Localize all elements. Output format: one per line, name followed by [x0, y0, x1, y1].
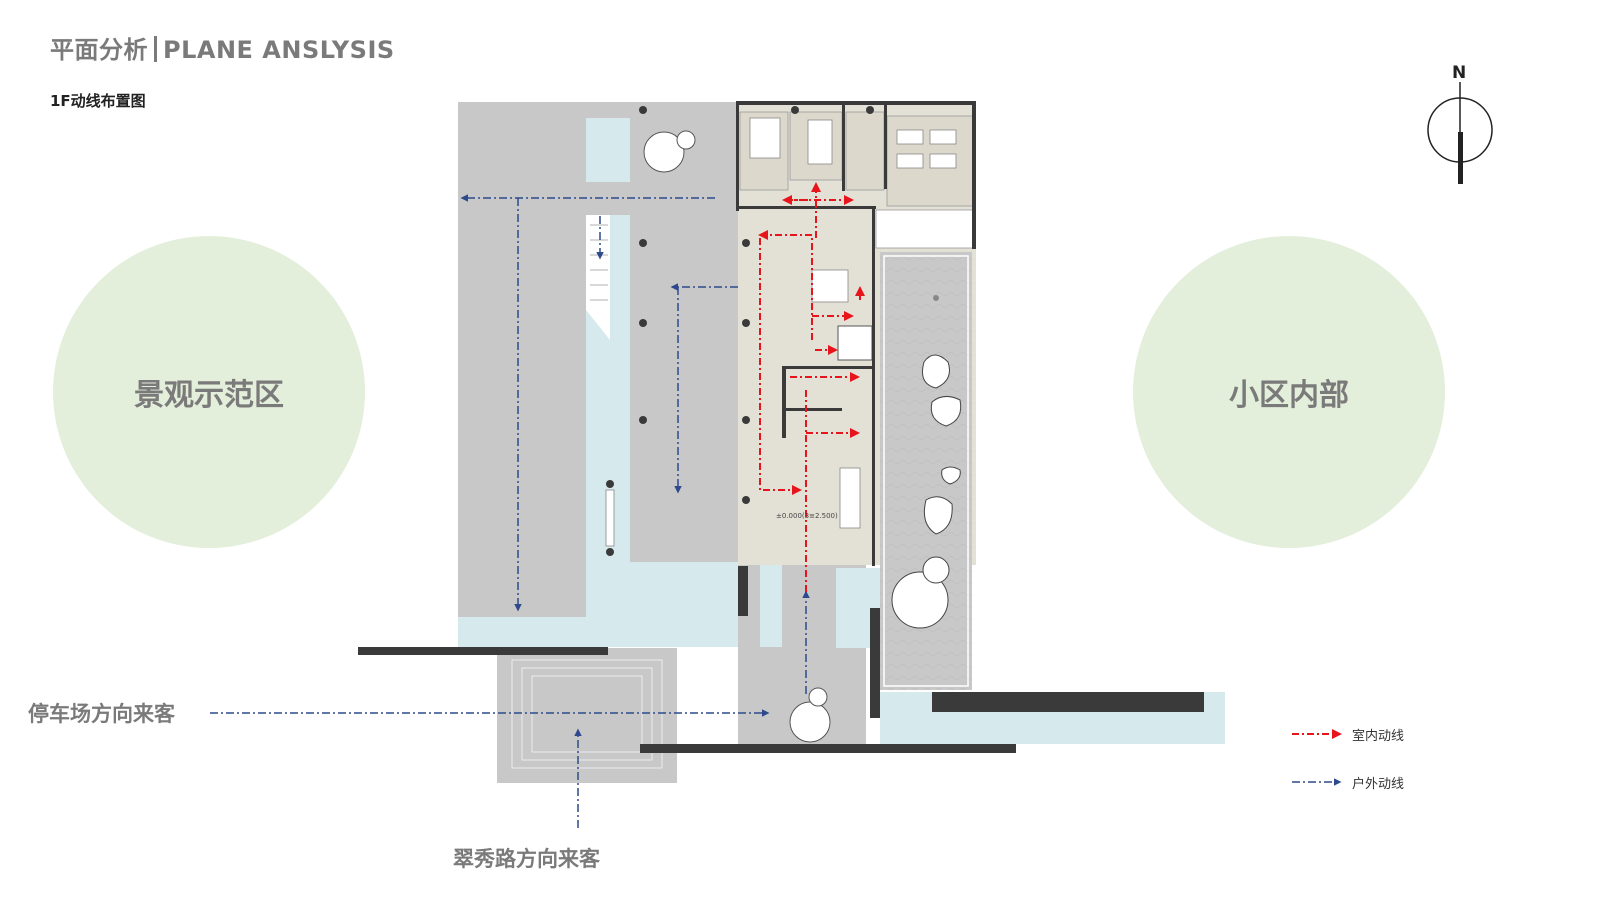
outdoor-circulation — [210, 194, 810, 828]
bench — [605, 489, 615, 547]
landscape-court — [880, 252, 972, 690]
label-parking-arrival: 停车场方向来客 — [28, 702, 175, 726]
zone-landscape-demo: 景观示范区 — [53, 236, 365, 548]
title-separator — [154, 36, 157, 62]
tree-symbols — [643, 130, 831, 743]
page-title: 平面分析 PLANE ANSLYSIS — [50, 30, 395, 65]
compass-north-label: N — [1452, 63, 1466, 83]
north-compass: N — [1427, 63, 1493, 184]
label-road-arrival: 翠秀路方向来客 — [453, 847, 600, 871]
title-cn: 平面分析 — [50, 36, 148, 64]
title-en: PLANE ANSLYSIS — [163, 36, 395, 64]
indoor-circulation — [758, 182, 865, 592]
columns — [606, 106, 874, 556]
elevation-label: ±0.000(3≡2.500) — [776, 512, 838, 520]
legend-outdoor-label: 户外动线 — [1352, 777, 1405, 792]
water-feature — [458, 118, 1225, 744]
page-subtitle: 1F动线布置图 — [50, 92, 146, 110]
legend-indoor-label: 室内动线 — [1352, 729, 1405, 744]
zone-community-interior: 小区内部 — [1133, 236, 1445, 548]
walls — [358, 101, 1204, 753]
